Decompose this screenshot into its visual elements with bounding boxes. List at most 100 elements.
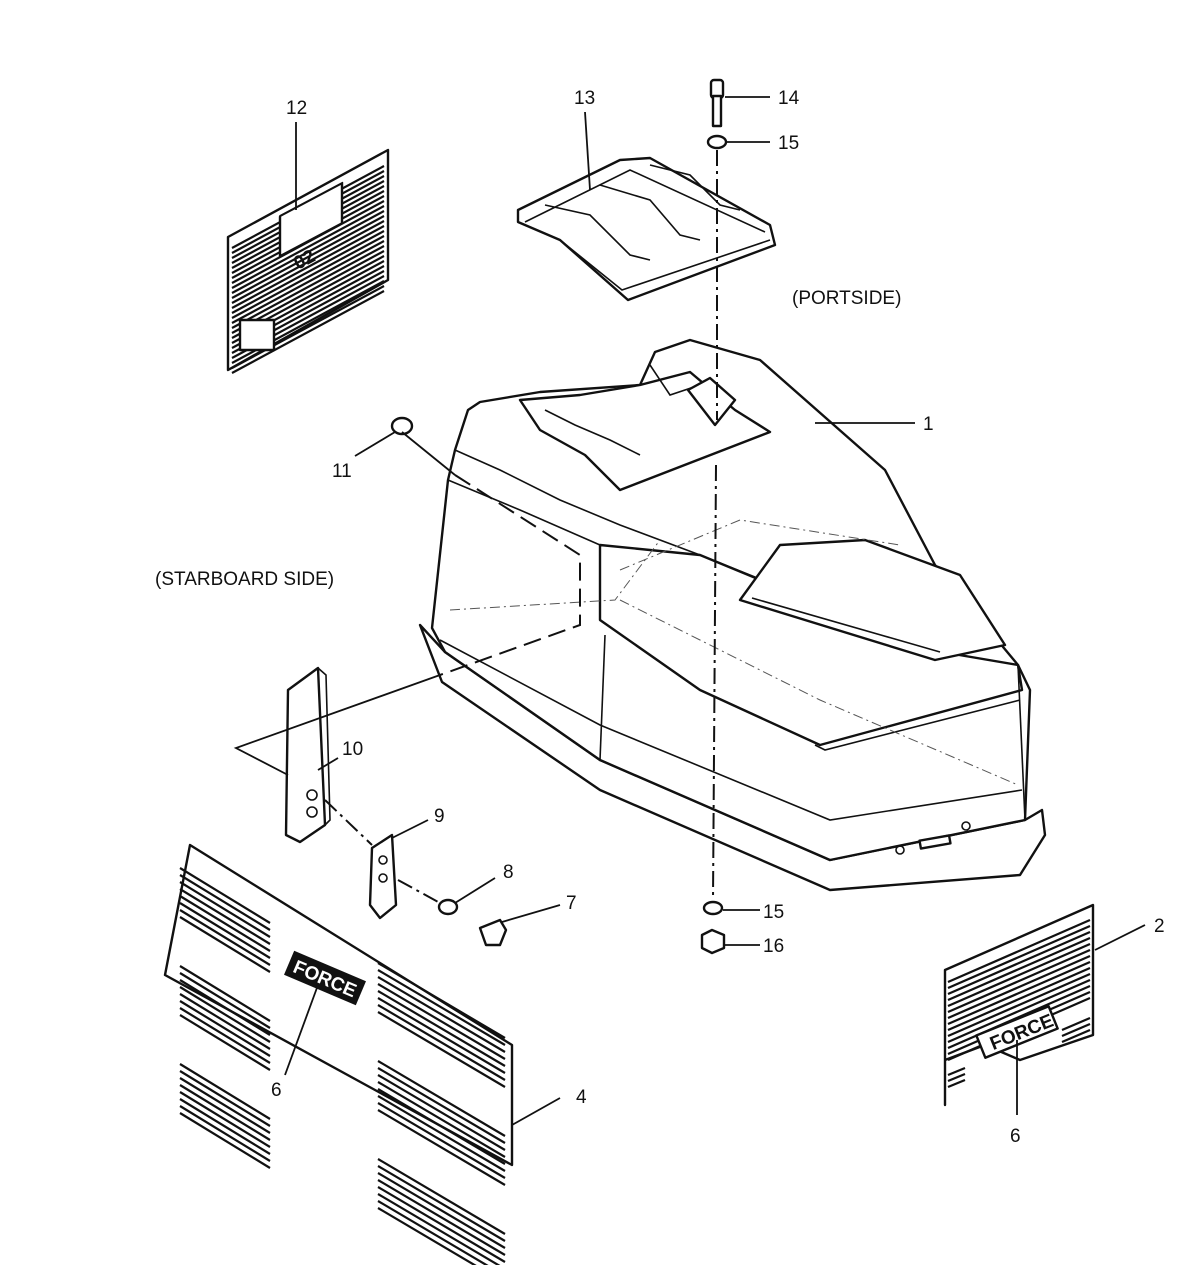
decal-stripe [179, 1084, 271, 1141]
decal-stripe [947, 960, 1091, 1026]
decal-stripe [377, 1067, 506, 1144]
decal-stripe [231, 220, 385, 304]
label-part-14: 14 [778, 88, 800, 109]
label-part-7: 7 [566, 893, 577, 914]
decal-stripe [947, 936, 1091, 1002]
decal-stripe [231, 205, 385, 289]
decal-stripe [377, 1095, 506, 1172]
decal-stripe [377, 962, 506, 1039]
decal-stripe [231, 215, 385, 299]
label-starboard-side: (STARBOARD SIDE) [155, 569, 334, 590]
bolt-14 [709, 78, 725, 128]
decal-stripe [231, 245, 385, 329]
decal-stripe [179, 867, 271, 924]
decal-stripe [179, 1077, 271, 1134]
decal-stripe [231, 225, 385, 309]
washer-15-top [706, 134, 728, 150]
top-decal: 02 [226, 148, 390, 374]
cowl-vent-block [686, 376, 737, 427]
label-part-1: 1 [923, 414, 934, 435]
decal-stripe [377, 1179, 506, 1256]
top-cover [516, 156, 777, 302]
latch-screw [478, 918, 508, 947]
decal-stripe [377, 1207, 477, 1265]
decal-stripe [1061, 1022, 1091, 1038]
latch-washer [437, 898, 459, 916]
label-part-8: 8 [503, 862, 514, 883]
label-part-2: 2 [1154, 916, 1165, 937]
label-part-15-bottom: 15 [763, 902, 784, 923]
label-part-9: 9 [434, 806, 445, 827]
decal-stripe [179, 979, 271, 1036]
decal-stripe [377, 1165, 506, 1242]
decal-stripe [947, 918, 1091, 984]
latch-plate [368, 833, 398, 920]
decal-stripe [179, 1063, 271, 1120]
grommet [390, 416, 414, 436]
decal-stripe [377, 1109, 506, 1186]
decal-stripe [947, 930, 1091, 996]
label-part-6-side: 6 [271, 1080, 282, 1101]
decal-stripe [179, 965, 271, 1022]
decal-stripe [1061, 1028, 1091, 1044]
decal-stripe [377, 1004, 506, 1081]
decal-stripe [1061, 1016, 1091, 1032]
washer-15-bottom [702, 900, 724, 916]
decal-stripe [179, 916, 271, 973]
decal-stripe [947, 978, 1091, 1044]
decal-stripe [377, 1172, 506, 1249]
decal-stripe [947, 948, 1091, 1014]
decal-stripe [377, 1200, 489, 1265]
decal-stripe [377, 997, 506, 1074]
decal-stripe [231, 285, 385, 369]
label-part-4: 4 [576, 1087, 587, 1108]
decal-stripe [947, 966, 1091, 1032]
decal-stripe [377, 1074, 506, 1151]
cowl-top-cover [418, 338, 1047, 892]
decal-stripe [179, 1112, 271, 1169]
decal-stripe [179, 1105, 271, 1162]
decal-stripe [377, 1060, 506, 1137]
decal-stripe [179, 909, 271, 966]
decal-stripe [947, 1072, 966, 1083]
decal-stripe [377, 1081, 506, 1158]
side-decal: FORCE [163, 843, 514, 1265]
decal-stripe [231, 235, 385, 319]
cowl-rear-recess [738, 538, 1007, 662]
decal-stripe [231, 240, 385, 324]
decal-stripe [179, 895, 271, 952]
decal-stripe [377, 976, 506, 1053]
decal-stripe [179, 986, 271, 1043]
decal-stripe [179, 1000, 271, 1057]
decal-stripe [377, 1011, 506, 1088]
decal-stripe [231, 210, 385, 294]
label-part-10: 10 [342, 739, 363, 760]
label-part-11: 11 [332, 461, 352, 482]
decal-stripe [179, 1091, 271, 1148]
label-part-6-rear: 6 [1010, 1126, 1021, 1147]
decal-stripe [947, 954, 1091, 1020]
decal-stripe [179, 902, 271, 959]
decal-stripe [179, 993, 271, 1050]
decal-stripe [947, 972, 1091, 1038]
decal-stripe [947, 1078, 966, 1089]
decal-stripe [377, 1158, 506, 1235]
decal-stripe [231, 290, 385, 374]
decal-stripe [377, 990, 506, 1067]
label-part-16: 16 [763, 936, 784, 957]
rear-decal: FORCE [943, 903, 1095, 1107]
decal-stripe [947, 924, 1091, 990]
decal-stripe [179, 881, 271, 938]
decal-stripe [231, 230, 385, 314]
decal-stripe [947, 942, 1091, 1008]
decal-stripe [377, 1102, 506, 1179]
decal-stripe [377, 1186, 506, 1263]
decal-stripe [377, 969, 506, 1046]
decal-stripe [179, 874, 271, 931]
decal-stripe [179, 1007, 271, 1064]
decal-stripe [377, 1088, 506, 1165]
cowl-shell [430, 338, 1032, 862]
decal-stripe [179, 1014, 271, 1071]
decal-stripe [179, 972, 271, 1029]
